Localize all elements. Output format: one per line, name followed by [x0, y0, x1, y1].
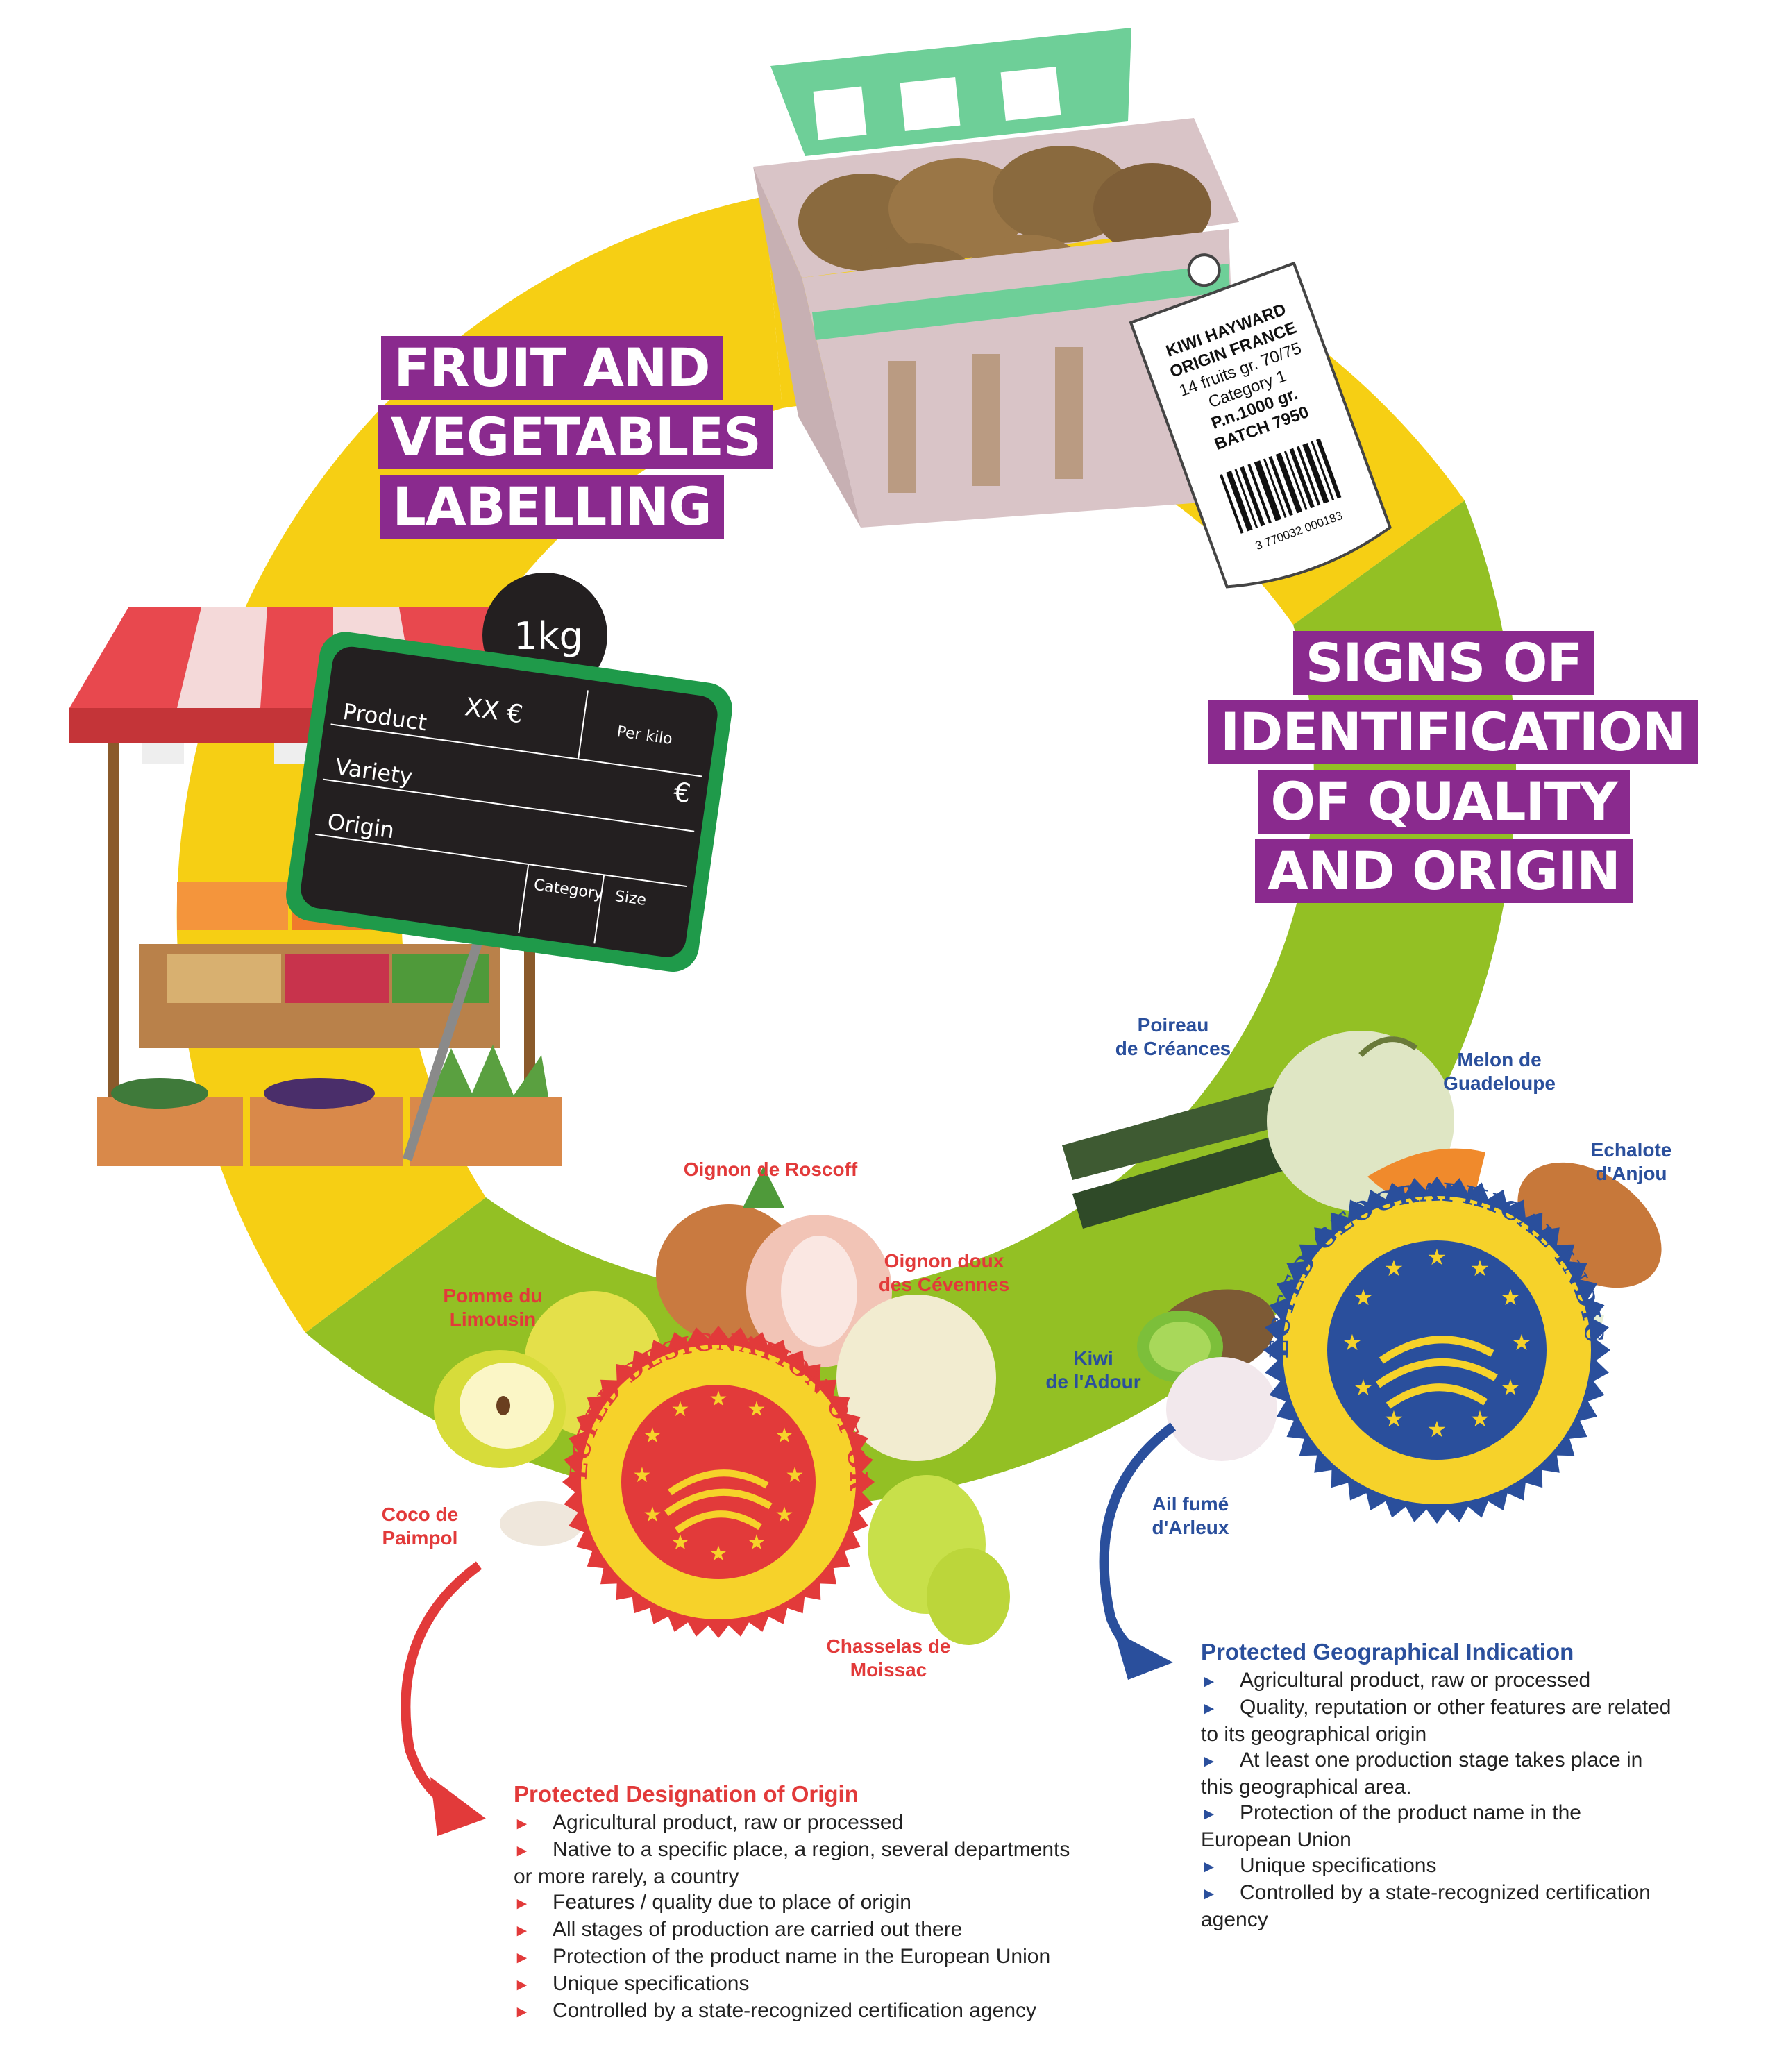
bullet-arrow-icon: ►: [1201, 1805, 1218, 1823]
title-line: SIGNS OF: [1292, 631, 1595, 695]
bullet-arrow-icon: ►: [514, 1842, 530, 1860]
svg-text:★: ★: [1427, 1244, 1447, 1270]
svg-text:★: ★: [709, 1387, 728, 1411]
list-item: ►Unique specifications: [514, 1971, 1090, 1998]
bullet-arrow-icon: ►: [1201, 1858, 1218, 1876]
list-item: ►Features / quality due to place of orig…: [514, 1889, 1090, 1917]
bullet-arrow-icon: ►: [514, 1894, 530, 1913]
svg-text:★: ★: [1384, 1406, 1404, 1432]
kiwi-crate-illustration: [753, 28, 1239, 528]
pdo-produce-illustration: [434, 1166, 1010, 1645]
list-item: ►All stages of production are carried ou…: [514, 1917, 1090, 1944]
pgi-arrow: [1099, 1422, 1177, 1680]
svg-text:★: ★: [786, 1463, 805, 1488]
bullet-arrow-icon: ►: [514, 1976, 530, 1994]
bullet-arrow-icon: ►: [1201, 1752, 1218, 1771]
title-line: LABELLING: [380, 475, 724, 539]
ring-segment-yellow-left: [176, 196, 782, 1333]
svg-text:★: ★: [643, 1503, 662, 1527]
product-label-oignon-roscoff: Oignon de Roscoff: [683, 1159, 858, 1180]
list-item: ►Unique specifications: [1201, 1853, 1673, 1880]
list-item: ►Native to a specific place, a region, s…: [514, 1838, 1070, 1888]
bullet-arrow-icon: ►: [1201, 1699, 1218, 1718]
svg-text:★: ★: [775, 1503, 794, 1527]
bullet-arrow-icon: ►: [1201, 1672, 1218, 1691]
bullet-arrow-icon: ►: [514, 2003, 530, 2021]
list-item: ►Agricultural product, raw or processed: [514, 1810, 1090, 1837]
pgi-info-title: Protected Geographical Indication: [1201, 1639, 1574, 1665]
svg-text:★: ★: [1342, 1329, 1363, 1356]
title-line: AND ORIGIN: [1255, 839, 1633, 903]
bullet-arrow-icon: ►: [514, 1814, 530, 1833]
pgi-info-panel: Protected Geographical Indication ►Agric…: [1201, 1638, 1673, 1932]
pdo-info-panel: Protected Designation of Origin ►Agricul…: [514, 1780, 1090, 2025]
svg-text:★: ★: [748, 1397, 766, 1422]
kiwi-product-tag: KIWI HAYWARD ORIGIN FRANCE 14 fruits gr.…: [1129, 253, 1392, 589]
list-item: ►Agricultural product, raw or processed: [1201, 1667, 1673, 1694]
svg-text:★: ★: [775, 1424, 794, 1448]
price-sign-weight: 1kg: [514, 614, 583, 658]
svg-text:★: ★: [748, 1531, 766, 1555]
svg-text:★: ★: [671, 1531, 690, 1555]
ring-segment-green-right: [305, 500, 1517, 1507]
list-item: ►Controlled by a state-recognized certif…: [514, 1998, 1090, 2025]
signs-title: SIGNS OF IDENTIFICATION OF QUALITY AND O…: [1208, 628, 1699, 906]
bullet-arrow-icon: ►: [514, 1921, 530, 1940]
svg-text:★: ★: [1470, 1255, 1490, 1281]
size-field-label: Size: [614, 888, 647, 909]
svg-text:★: ★: [671, 1397, 690, 1422]
svg-text:★: ★: [1427, 1416, 1447, 1442]
list-item: ►Quality, reputation or other features a…: [1201, 1696, 1671, 1746]
title-line: VEGETABLES: [378, 405, 773, 469]
labelling-title: FRUIT AND VEGETABLES LABELLING: [378, 333, 773, 541]
svg-text:★: ★: [643, 1424, 662, 1448]
barcode-icon: [1219, 438, 1342, 534]
title-line: IDENTIFICATION: [1208, 700, 1699, 764]
svg-text:★: ★: [1470, 1406, 1490, 1432]
svg-text:★: ★: [633, 1463, 652, 1488]
list-item: ►Protection of the product name in the E…: [1201, 1801, 1581, 1851]
pdo-arrow: [401, 1561, 486, 1836]
title-line: FRUIT AND: [381, 336, 723, 400]
price-sign: 1kg XX € Per kilo € Product Variety Orig…: [286, 573, 732, 1161]
list-item: ►At least one production stage takes pla…: [1201, 1749, 1643, 1799]
svg-text:★: ★: [709, 1542, 728, 1566]
svg-text:★: ★: [1354, 1374, 1374, 1401]
svg-text:★: ★: [1384, 1255, 1404, 1281]
svg-text:★: ★: [1501, 1284, 1521, 1311]
svg-text:★: ★: [1354, 1284, 1374, 1311]
pdo-info-title: Protected Designation of Origin: [514, 1781, 859, 1807]
svg-text:★: ★: [1512, 1329, 1532, 1356]
svg-text:★: ★: [1501, 1374, 1521, 1401]
list-item: ►Protection of the product name in the E…: [514, 1944, 1090, 1971]
bullet-arrow-icon: ►: [1201, 1885, 1218, 1903]
title-line: OF QUALITY: [1258, 770, 1630, 834]
bullet-arrow-icon: ►: [514, 1948, 530, 1967]
list-item: ►Controlled by a state-recognized certif…: [1201, 1881, 1651, 1931]
